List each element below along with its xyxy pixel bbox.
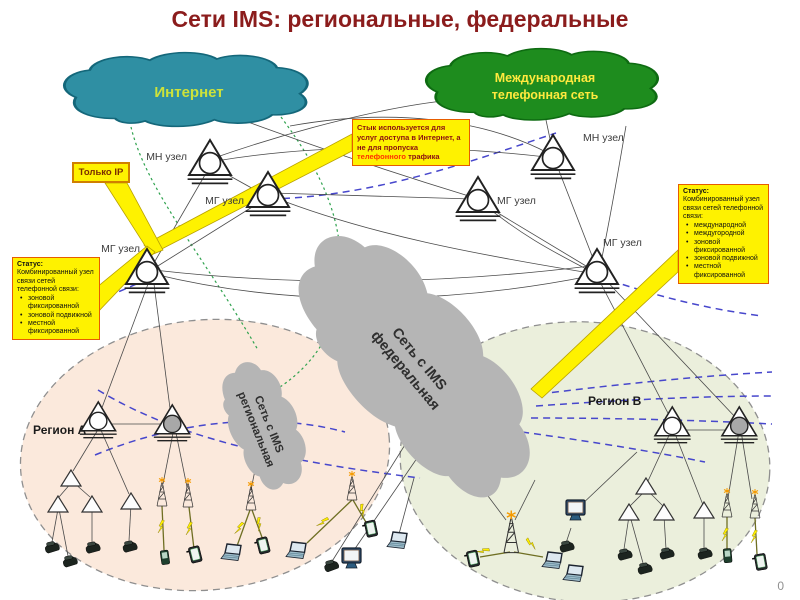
- laptop-icon: [386, 531, 408, 550]
- mg-node-right-label: МГ узел: [603, 237, 642, 249]
- junction-note-text: Стык используется для услуг доступа в Ин…: [357, 123, 461, 152]
- status-right-item: международной: [686, 222, 764, 231]
- status-left-item: зоновой подвижной: [20, 312, 95, 321]
- mg-node-right-mid-label: МГ узел: [497, 195, 536, 207]
- only-ip-callout: Только IP: [72, 162, 130, 183]
- mn-node-left-label: МН узел: [146, 151, 187, 163]
- status-left-intro: Комбинированный узел связи сетей телефон…: [17, 269, 94, 293]
- pda-icon: [750, 552, 769, 572]
- region-a-area: [19, 318, 391, 592]
- desk-phone-icon: [322, 558, 340, 573]
- mobile-phone-icon: [722, 547, 733, 564]
- status-left-heading: Статус:: [17, 261, 43, 268]
- status-right-heading: Статус:: [683, 188, 709, 195]
- mn-node-left-icon: [186, 139, 234, 185]
- status-right-callout: Статус: Комбинированный узел связи сетей…: [678, 184, 769, 284]
- desktop-monitor-icon: [341, 547, 362, 569]
- mn-node-right-label: МН узел: [583, 132, 624, 144]
- junction-note-callout: Стык используется для услуг доступа в Ин…: [352, 119, 470, 166]
- region-a-label: Регион А: [33, 423, 87, 437]
- status-left-item: зоновой фиксированной: [20, 295, 95, 312]
- region-b-label: Регион В: [588, 394, 642, 408]
- mg-node-left-mid-label: МГ узел: [205, 195, 244, 207]
- mg-node-right-icon: [573, 248, 621, 294]
- page-number: 0: [777, 579, 784, 593]
- status-left-item: местной фиксированной: [20, 320, 95, 337]
- mg-node-left-label: МГ узел: [101, 243, 140, 255]
- junction-note-tail: трафика: [405, 152, 440, 162]
- status-right-item: зоновой подвижной: [686, 255, 764, 264]
- status-left-list: зоновой фиксированной зоновой подвижной …: [17, 295, 95, 336]
- international-cloud-label-1: Международная: [495, 71, 595, 85]
- status-right-item: междугородной: [686, 230, 764, 239]
- onlyip-beam: [104, 182, 164, 256]
- node-labels: МН узел МГ узел МГ узел МН узел МГ узел …: [101, 132, 642, 255]
- status-right-item: местной фиксированной: [686, 263, 764, 280]
- internet-cloud-label: Интернет: [154, 84, 223, 101]
- junction-note-highlight: телефонного: [357, 152, 406, 162]
- international-cloud-label-2: телефонная сеть: [492, 88, 599, 102]
- status-left-callout: Статус: Комбинированный узел связи сетей…: [12, 257, 100, 341]
- slide-title: Сети IMS: региональные, федеральные: [171, 6, 629, 32]
- mn-node-right-icon: [529, 134, 577, 180]
- status-right-list: международной междугородной зоновой фикс…: [683, 222, 764, 280]
- status-right-intro: Комбинированный узел связи сетей телефон…: [683, 196, 763, 220]
- mobile-phone-icon: [159, 549, 171, 566]
- status-right-item: зоновой фиксированной: [686, 239, 764, 256]
